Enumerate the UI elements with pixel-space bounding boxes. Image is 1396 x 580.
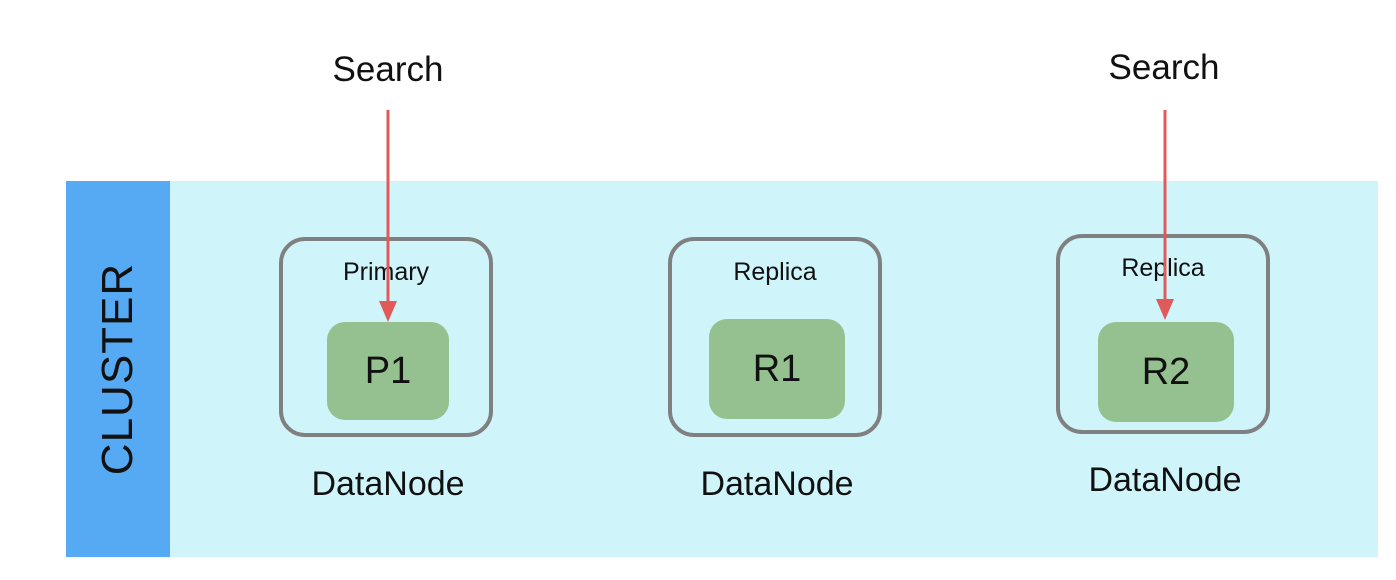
node-caption-3: DataNode xyxy=(1088,461,1242,499)
search-label-1: Search xyxy=(332,50,444,89)
data-node-box-2: Replica R1 xyxy=(668,237,882,437)
node-caption-2: DataNode xyxy=(700,465,854,503)
cluster-label: CLUSTER xyxy=(93,262,142,476)
node-role-label: Primary xyxy=(342,258,430,286)
shard-p1: P1 xyxy=(327,322,449,420)
search-label-2: Search xyxy=(1108,48,1220,87)
shard-r1: R1 xyxy=(709,319,845,419)
node-role-label: Replica xyxy=(1121,254,1205,282)
data-node-box-1: Primary P1 xyxy=(279,237,493,437)
node-role-label: Replica xyxy=(733,258,817,286)
cluster-sidebar xyxy=(66,181,170,557)
shard-r2: R2 xyxy=(1098,322,1234,422)
node-caption-1: DataNode xyxy=(311,465,465,503)
data-node-box-3: Replica R2 xyxy=(1056,234,1270,434)
